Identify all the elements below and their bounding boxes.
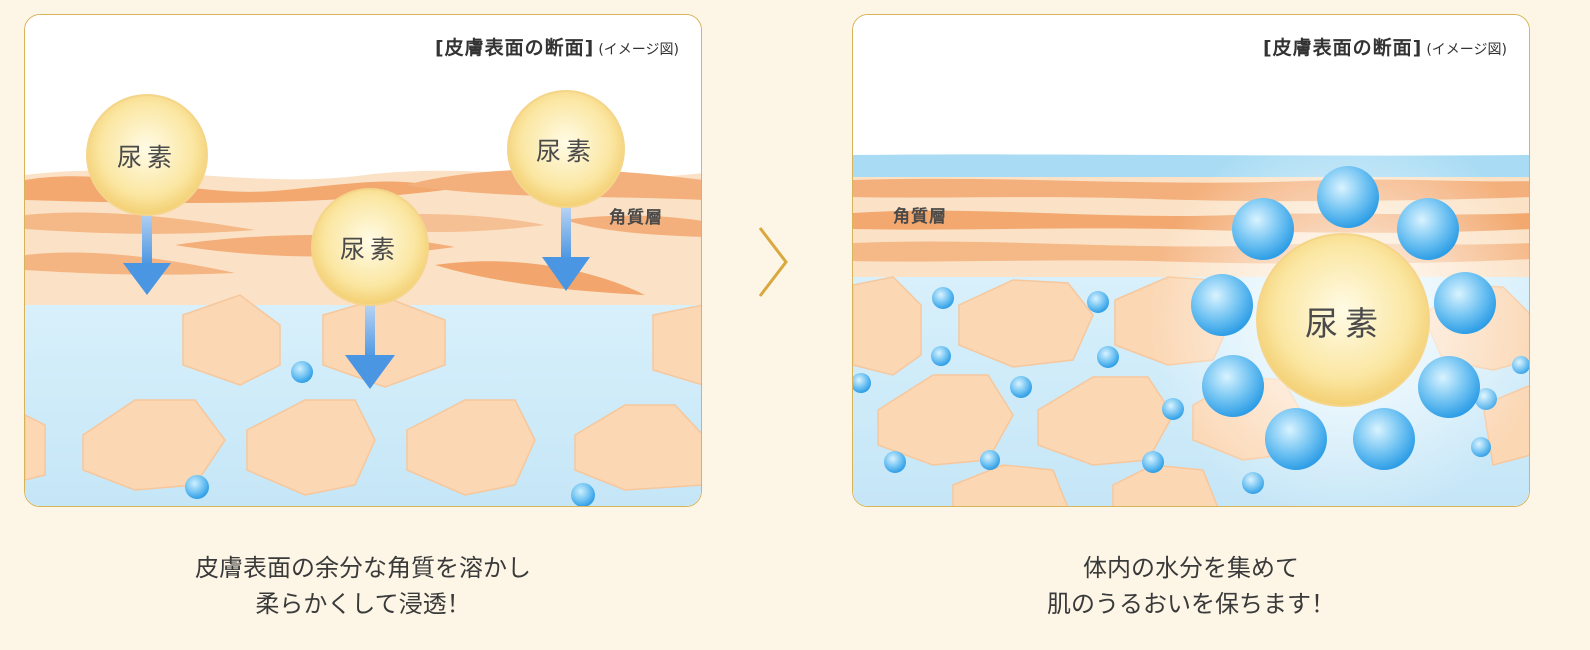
stratum-corneum-label: 角質層: [893, 207, 947, 227]
diagram-panel-after: [皮膚表面の断面](イメージ図) 角質層 尿素: [852, 14, 1530, 507]
caption-line: 柔らかくして浸透！: [255, 590, 471, 618]
panel-title-note: (イメージ図): [1426, 42, 1507, 58]
skin-cross-section-illustration: [25, 15, 701, 506]
urea-label: 尿素: [339, 235, 401, 264]
panel-title-note: (イメージ図): [598, 42, 679, 58]
panel-title: [皮膚表面の断面](イメージ図): [435, 33, 679, 60]
urea-label: 尿素: [535, 137, 597, 166]
panel-title: [皮膚表面の断面](イメージ図): [1263, 33, 1507, 60]
urea-label: 尿素: [116, 143, 178, 172]
arrow-down-icon: [542, 207, 590, 291]
caption-line: 肌のうるおいを保ちます！: [1047, 590, 1335, 618]
skin-cross-section-illustration: [853, 15, 1529, 506]
urea-molecule: [86, 94, 208, 216]
urea-molecule: [1256, 233, 1430, 407]
urea-label: 尿素: [1305, 304, 1385, 343]
caption-before: 皮膚表面の余分な角質を溶かし 柔らかくして浸透！: [24, 550, 702, 622]
stratum-corneum-label: 角質層: [609, 208, 663, 228]
arrow-down-icon: [345, 305, 395, 389]
panel-title-text: [皮膚表面の断面]: [1262, 37, 1423, 59]
caption-line: 皮膚表面の余分な角質を溶かし: [195, 554, 531, 582]
diagram-panel-before: [皮膚表面の断面](イメージ図) 角質層 尿素 尿素 尿素: [24, 14, 702, 507]
arrow-down-icon: [123, 211, 171, 295]
water-molecule-cluster: [1191, 166, 1496, 470]
chevron-right-icon: [758, 227, 788, 297]
urea-molecule: [311, 188, 429, 306]
panel-title-text: [皮膚表面の断面]: [434, 37, 595, 59]
caption-line: 体内の水分を集めて: [1083, 554, 1299, 582]
caption-after: 体内の水分を集めて 肌のうるおいを保ちます！: [852, 550, 1530, 622]
urea-molecule: [507, 90, 625, 208]
